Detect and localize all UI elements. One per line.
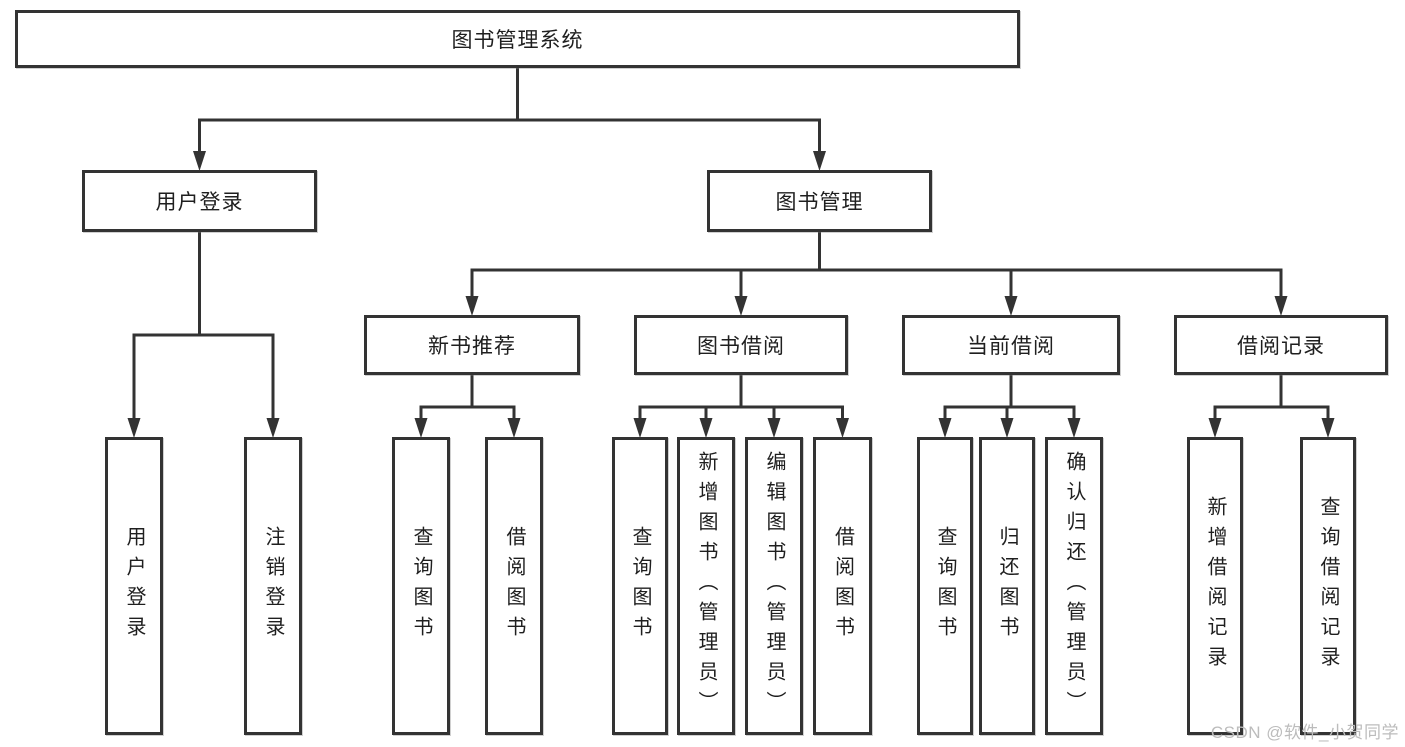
arrowhead-icon [127, 418, 141, 438]
arrowhead-icon [813, 151, 826, 171]
node-book-borrow: 图书借阅 [634, 315, 848, 375]
node-current-borrow: 当前借阅 [902, 315, 1120, 375]
node-bb-query-books: 查询图书 [612, 437, 668, 735]
node-nb-borrow-books: 借阅图书 [485, 437, 543, 735]
node-bb-borrow-books: 借阅图书 [813, 437, 872, 735]
arrowhead-icon [1000, 418, 1014, 438]
arrowhead-icon [836, 418, 849, 438]
node-label: 图书管理系统 [451, 29, 584, 52]
node-label: 借阅图书 [831, 526, 854, 646]
node-label: 新增图书（管理员） [695, 451, 717, 721]
arrowhead-icon [266, 418, 280, 438]
arrowhead-icon [193, 151, 206, 171]
node-label: 编辑图书（管理员） [763, 451, 785, 721]
arrowhead-icon [414, 418, 428, 438]
arrowhead-icon [699, 418, 713, 438]
node-borrow-records: 借阅记录 [1174, 315, 1388, 375]
node-root: 图书管理系统 [15, 10, 1020, 68]
arrowhead-icon [1321, 418, 1335, 438]
node-bb-edit-books: 编辑图书（管理员） [745, 437, 803, 735]
node-label: 查询图书 [410, 526, 432, 646]
arrowhead-icon [507, 418, 521, 438]
node-label: 新增借阅记录 [1204, 496, 1226, 676]
node-label: 注销登录 [262, 526, 284, 646]
node-label: 新书推荐 [428, 335, 516, 358]
arrowhead-icon [1208, 418, 1222, 438]
node-user-login: 用户登录 [82, 170, 317, 232]
node-label: 借阅图书 [503, 526, 525, 646]
node-label: 查询图书 [934, 526, 956, 646]
node-br-query-record: 查询借阅记录 [1300, 437, 1356, 735]
node-label: 借阅记录 [1237, 335, 1325, 358]
node-cb-query-books: 查询图书 [917, 437, 973, 735]
node-label: 当前借阅 [967, 335, 1055, 358]
node-label: 图书管理 [775, 191, 864, 214]
node-login-action: 用户登录 [105, 437, 163, 735]
node-label: 查询图书 [629, 526, 651, 646]
arrowhead-icon [465, 296, 479, 316]
node-label: 用户登录 [123, 526, 145, 646]
arrowhead-icon [1067, 418, 1081, 438]
arrowhead-icon [1274, 296, 1288, 316]
watermark-text: CSDN @软件_小贺同学 [1210, 723, 1399, 742]
node-label: 用户登录 [155, 191, 244, 214]
node-label: 图书借阅 [697, 335, 785, 358]
arrowhead-icon [633, 418, 647, 438]
node-cb-return-books: 归还图书 [979, 437, 1035, 735]
node-nb-query-books: 查询图书 [392, 437, 450, 735]
arrowhead-icon [767, 418, 781, 438]
node-label: 查询借阅记录 [1317, 496, 1339, 676]
node-label: 确认归还（管理员） [1063, 451, 1085, 721]
arrowhead-icon [938, 418, 952, 438]
node-label: 归还图书 [996, 526, 1018, 646]
node-bb-add-books: 新增图书（管理员） [677, 437, 735, 735]
node-book-management: 图书管理 [707, 170, 932, 232]
node-new-book-recommend: 新书推荐 [364, 315, 580, 375]
node-br-add-record: 新增借阅记录 [1187, 437, 1243, 735]
node-cb-confirm-return: 确认归还（管理员） [1045, 437, 1103, 735]
node-logout-action: 注销登录 [244, 437, 302, 735]
arrowhead-icon [1004, 296, 1018, 316]
arrowhead-icon [734, 296, 748, 316]
